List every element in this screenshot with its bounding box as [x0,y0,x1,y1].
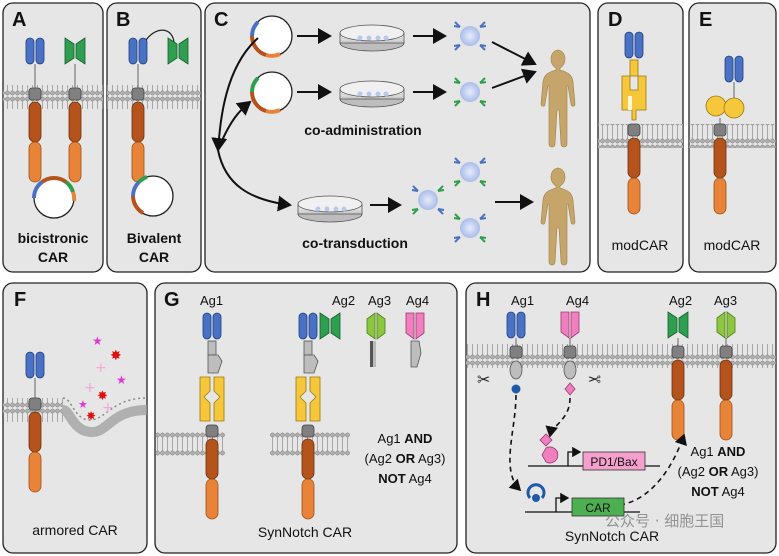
caption-a-1: bicistronic [18,230,89,246]
svg-text:✸: ✸ [86,409,96,423]
culture-dish-icon [339,80,405,108]
logic-line-3: NOT Ag4 [378,471,431,486]
antigen-label: Ag1 [200,293,223,308]
car-ag2 [667,311,689,441]
caption-b-1: Bivalent [127,230,182,246]
panel-letter-d: D [608,9,622,31]
synnotch-receptor [199,312,225,520]
panel-letter-a: A [12,9,26,31]
panel-e: E modCAR [688,2,777,273]
svg-text:✸: ✸ [110,348,122,364]
caption-b-2: CAR [139,249,169,265]
panel-g: G Ag1 Ag2 Ag3 Ag4 [154,282,458,554]
watermark: 公众号 · 细胞王国 [605,512,724,530]
caption-a-2: CAR [38,249,68,265]
logic-line-2: (Ag2 OR Ag3) [365,451,446,466]
label-co-transduction: co-transduction [302,235,408,251]
cell-membrane [3,85,103,109]
svg-text:+: + [95,360,107,376]
antigen-label: Ag2 [669,293,692,308]
culture-dish-icon [339,24,405,52]
panel-d: D modCAR [597,2,684,273]
panel-h: H Ag1 Ag4 Ag2 Ag3 ✂ ✂ [465,282,777,554]
cell-membrane [107,85,201,109]
svg-text:✸: ✸ [97,389,108,404]
culture-dish-icon [297,195,363,223]
blue-car-receptor [25,37,45,183]
antigen-label: Ag3 [714,293,737,308]
antigen-label: Ag2 [332,293,355,308]
logic-line-3: NOT Ag4 [691,484,744,499]
panel-f: F ★ ✸ + ★ + ✸ ★ + ✸ armored CAR [2,282,148,554]
scissors-icon: ✂ [477,370,490,389]
plasmid-icon [32,176,77,219]
modcar-adapter [705,55,745,215]
dual-car-t-cells-icon [411,157,487,243]
logic-line-1: Ag1 AND [691,444,746,459]
panel-letter-f: F [14,289,26,311]
green-car-receptor [64,37,86,183]
antigen-label: Ag4 [406,293,429,308]
bivalent-car-receptor [128,29,189,183]
synnotch-ag1 [506,311,526,394]
synnotch-ag4 [560,311,580,396]
caption-e: modCAR [704,237,761,253]
ag3-scfv [366,312,386,367]
ag4-scfv [405,312,425,368]
antigen-label: Ag4 [566,293,589,308]
gene-label-pd1-bax: PD1/Bax [590,455,637,469]
caption-f: armored CAR [32,522,118,538]
plasmid-icon [131,175,174,217]
synnotch-car-combo [295,312,341,520]
scissors-icon: ✂ [588,370,601,389]
panel-letter-c: C [214,9,228,31]
svg-text:★: ★ [92,334,103,348]
logic-line-1: Ag1 AND [378,431,433,446]
svg-text:★: ★ [78,398,88,411]
armored-car-receptor [25,351,45,493]
panel-letter-g: G [164,289,180,311]
panel-a: A bicistronic CAR [2,2,104,273]
antigen-label: Ag1 [511,293,534,308]
antigen-label: Ag3 [368,293,391,308]
caption-h: SynNotch CAR [565,528,659,544]
cell-membrane [689,124,776,148]
modcar-leucine-zipper [621,31,647,215]
panel-b: B Bivalent CAR [106,2,202,273]
panel-letter-h: H [476,289,490,311]
logic-line-2: (Ag2 OR Ag3) [678,464,759,479]
caption-g: SynNotch CAR [258,524,352,540]
caption-d: modCAR [612,237,669,253]
gene-label-car: CAR [585,501,611,515]
car-ag3 [716,311,736,441]
svg-text:+: + [84,380,96,396]
secreted-cytokines: ★ ✸ + ★ + ✸ ★ + ✸ [78,334,127,423]
panel-c: C [204,2,591,273]
plasmid-icon [250,15,293,58]
cell-membrane [598,124,683,148]
pd1-bax-gene: PD1/Bax [528,433,660,471]
svg-text:★: ★ [116,373,127,387]
panel-letter-e: E [699,9,712,31]
plasmid-icon [250,71,293,114]
panel-letter-b: B [116,9,130,31]
car-t-cell-icon [453,77,487,107]
label-co-administration: co-administration [304,122,421,138]
svg-text:+: + [102,400,114,416]
car-gene: CAR [525,483,640,517]
